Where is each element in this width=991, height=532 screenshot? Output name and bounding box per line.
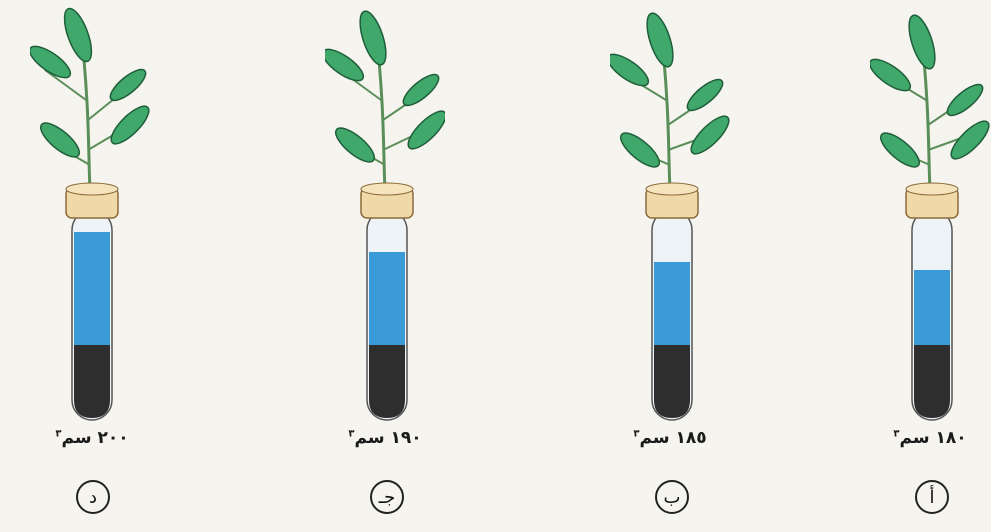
option-label-a: أ: [915, 480, 949, 514]
plant-tube-illustration: [610, 0, 730, 430]
test-tube-d: [30, 0, 150, 532]
plant-tube-illustration: [325, 0, 445, 430]
option-label-d: د: [76, 480, 110, 514]
volume-value: ١٩٠ سم: [355, 428, 422, 448]
test-tube-b: [610, 0, 730, 532]
plant-tube-illustration: [870, 0, 990, 430]
volume-value: ١٨٠ سم: [900, 428, 967, 448]
volume-value: ٢٠٠ سم: [62, 428, 129, 448]
volume-label-j: ١٩٠ سم٣: [325, 428, 445, 448]
option-letter: ب: [664, 487, 681, 508]
test-tube-j: [325, 0, 445, 532]
option-letter: د: [89, 487, 97, 508]
volume-label-b: ١٨٥ سم٣: [610, 428, 730, 448]
option-letter: أ: [929, 487, 934, 508]
test-tube-a: [870, 0, 990, 532]
option-letter: جـ: [379, 487, 395, 508]
plant-tube-illustration: [30, 0, 150, 430]
option-label-b: ب: [655, 480, 689, 514]
volume-value: ١٨٥ سم: [640, 428, 707, 448]
option-label-j: جـ: [370, 480, 404, 514]
volume-label-a: ١٨٠ سم٣: [870, 428, 990, 448]
volume-label-d: ٢٠٠ سم٣: [32, 428, 152, 448]
